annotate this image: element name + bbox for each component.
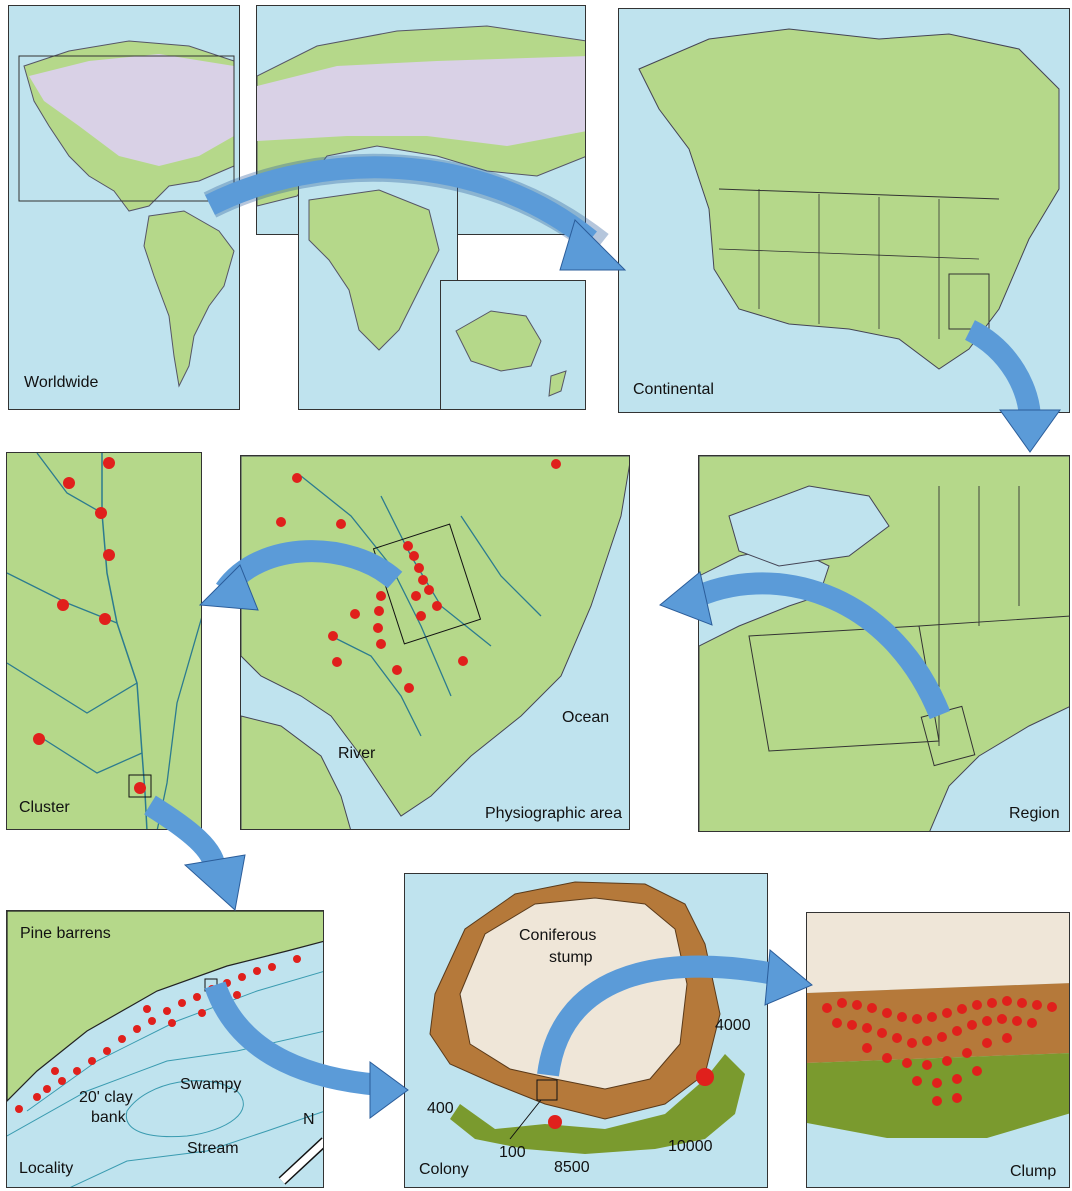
colony-label: Colony — [419, 1161, 469, 1178]
clump-map — [807, 913, 1069, 1138]
colony-panel: Coniferous stump 4000 400 100 8500 10000… — [404, 873, 768, 1188]
continental-panel: Continental — [618, 8, 1070, 413]
locality-panel: Pine barrens 20' clay bank Swampy Stream… — [6, 910, 324, 1188]
clay-bank-label-1: 20' clay — [79, 1089, 133, 1106]
continental-label: Continental — [633, 381, 714, 398]
clay-bank-label-2: bank — [91, 1109, 126, 1126]
north-indicator: N — [303, 1111, 315, 1128]
clump-dots — [822, 996, 1057, 1106]
worldwide-americas-map — [18, 40, 235, 388]
swampy-label: Swampy — [180, 1076, 242, 1093]
ocean-label: Ocean — [562, 709, 610, 726]
worldwide-panel-africa — [298, 180, 458, 410]
stump-label-1: Coniferous — [519, 927, 597, 944]
count-400: 400 — [427, 1100, 454, 1117]
physiographic-map — [241, 456, 629, 829]
count-4000: 4000 — [715, 1017, 751, 1034]
worldwide-panel-australia — [440, 280, 586, 410]
africa-map — [308, 189, 440, 351]
australia-map — [455, 310, 567, 397]
cluster-panel: Cluster — [6, 452, 202, 830]
cluster-map — [7, 453, 201, 829]
count-100: 100 — [499, 1144, 526, 1161]
physiographic-panel: River Ocean Physiographic area — [240, 455, 630, 830]
cluster-label: Cluster — [19, 799, 70, 816]
clump-label: Clump — [1010, 1163, 1057, 1180]
physiographic-label: Physiographic area — [485, 805, 622, 822]
locality-label: Locality — [19, 1160, 74, 1177]
continental-map — [638, 28, 1060, 370]
region-label: Region — [1009, 805, 1060, 822]
worldwide-panel-americas: Worldwide — [8, 5, 240, 410]
colony-map — [429, 881, 745, 1154]
river-label: River — [338, 745, 376, 762]
locality-map — [7, 911, 323, 1187]
worldwide-label: Worldwide — [24, 374, 99, 391]
count-8500: 8500 — [554, 1159, 590, 1176]
clump-panel: Clump — [806, 912, 1070, 1188]
count-10000: 10000 — [668, 1138, 713, 1155]
stream-label: Stream — [187, 1140, 239, 1157]
region-map — [699, 456, 1069, 831]
stump-label-2: stump — [549, 949, 593, 966]
region-panel: Region — [698, 455, 1070, 832]
pine-barrens-label: Pine barrens — [20, 925, 111, 942]
